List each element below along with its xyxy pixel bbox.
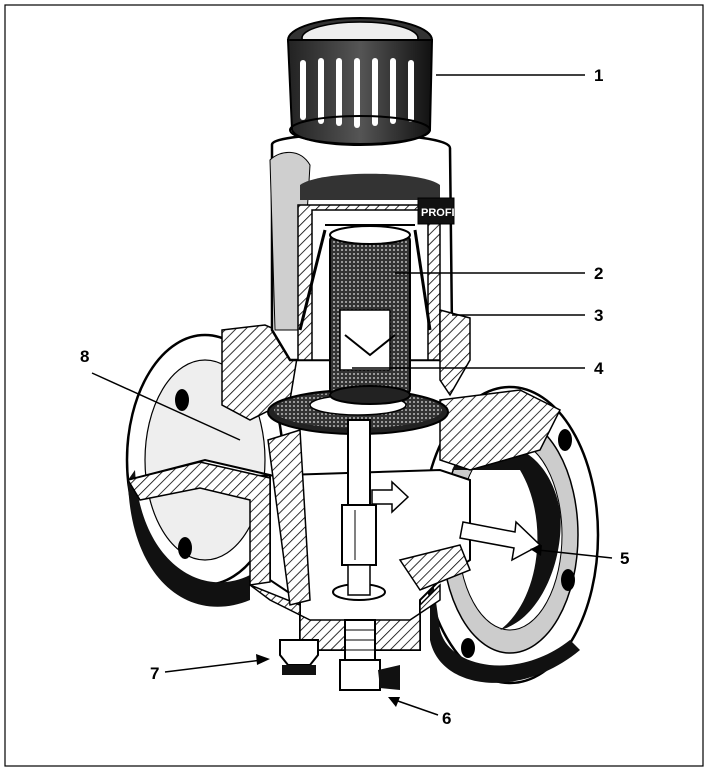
callout-8: 8: [80, 347, 89, 366]
image-border: [4, 4, 704, 767]
adjustment-cap: [286, 17, 434, 146]
flow-arrows: [371, 480, 542, 562]
callout-7: 7: [150, 664, 159, 683]
drain-plug: [279, 639, 319, 675]
strainer-cartridge: [298, 224, 432, 405]
callout-1: 1: [594, 66, 603, 85]
leader-6: [394, 699, 439, 716]
callout-4: 4: [594, 359, 604, 378]
leader-5: [537, 549, 613, 559]
cap-badge: PROFI: [421, 207, 455, 219]
callout-5: 5: [620, 549, 629, 568]
leader-8: [91, 372, 241, 441]
callout-6: 6: [442, 709, 451, 728]
arrowheads: [256, 545, 542, 707]
drain-valve: [339, 619, 400, 691]
leader-lines: [91, 74, 613, 716]
callout-2: 2: [594, 264, 603, 283]
valve-body: [126, 324, 562, 651]
leader-7: [164, 659, 263, 673]
callout-3: 3: [594, 306, 603, 325]
valve-stem: [332, 419, 386, 601]
